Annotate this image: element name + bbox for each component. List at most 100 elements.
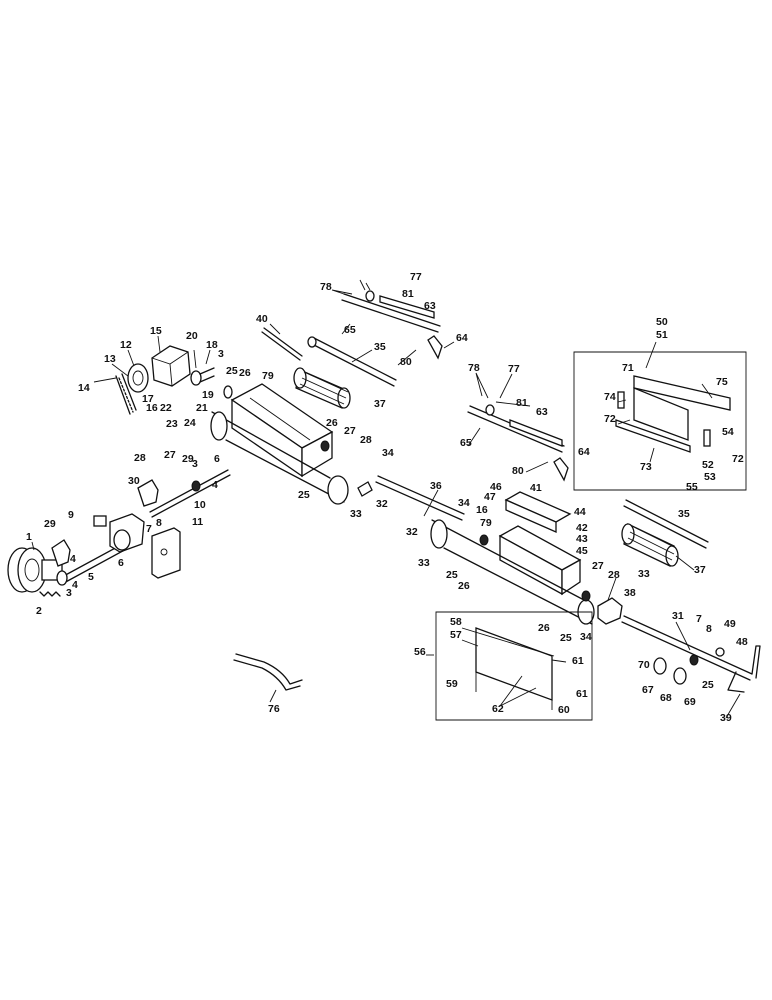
callout: 14 (78, 382, 90, 394)
callout: 74 (604, 391, 616, 403)
callout: 59 (446, 678, 458, 690)
callout: 56 (414, 646, 426, 658)
callout: 19 (202, 389, 214, 401)
bushing (653, 657, 667, 675)
callout: 62 (492, 703, 504, 715)
callout: 25 (226, 365, 238, 377)
callout: 39 (720, 712, 732, 724)
callout: 72 (604, 413, 616, 425)
spray-plate (509, 419, 563, 447)
callout: 25 (560, 632, 572, 644)
callout: 61 (572, 655, 584, 667)
callout: 49 (724, 618, 736, 630)
callout: 27 (344, 425, 356, 437)
callout: 44 (574, 506, 586, 518)
callout: 4 (70, 553, 76, 565)
hose (233, 659, 301, 691)
callout: 38 (624, 587, 636, 599)
callout: 8 (156, 517, 162, 529)
spray-bracket (553, 457, 569, 482)
callout: 26 (326, 417, 338, 429)
callout: 69 (684, 696, 696, 708)
chain (115, 373, 137, 415)
spray-pipe (341, 293, 441, 333)
callout: 80 (512, 465, 524, 477)
callout: 77 (508, 363, 520, 375)
callout: 13 (104, 353, 116, 365)
callout: 63 (424, 300, 436, 312)
bearing (56, 570, 68, 586)
callout: 25 (702, 679, 714, 691)
callout: 1 (26, 531, 32, 543)
callout: 24 (184, 417, 196, 429)
callout: 27 (164, 449, 176, 461)
shaft (149, 469, 231, 518)
callout: 36 (430, 480, 442, 492)
callout: 65 (460, 437, 472, 449)
callout: 4 (72, 579, 78, 591)
trough-sleeve (211, 411, 345, 503)
callout: 32 (376, 498, 388, 510)
scraper-strip (615, 419, 691, 453)
callout: 75 (716, 376, 728, 388)
callout: 7 (146, 523, 152, 535)
callout: 3 (192, 458, 198, 470)
callout: 41 (530, 482, 542, 494)
callout: 25 (446, 569, 458, 581)
lower-roller-assembly (621, 499, 709, 567)
callout: 48 (736, 636, 748, 648)
callout: 71 (622, 362, 634, 374)
callout: 34 (580, 631, 592, 643)
middle-hopper-assembly (430, 491, 595, 625)
drive-hub (7, 547, 63, 593)
callout: 5 (88, 571, 94, 583)
callout: 52 (702, 459, 714, 471)
callout: 31 (672, 610, 684, 622)
callout: 70 (638, 659, 650, 671)
callout: 8 (706, 623, 712, 635)
bolt-hole (160, 548, 168, 556)
callout: 76 (268, 703, 280, 715)
scraper-blade (633, 387, 689, 441)
nozzle (365, 290, 375, 302)
callout: 29 (44, 518, 56, 530)
callout: 73 (640, 461, 652, 473)
callout: 37 (374, 398, 386, 410)
callout: 34 (458, 497, 470, 509)
bearing-block (597, 597, 623, 625)
chain-links (118, 377, 134, 413)
callout: 63 (536, 406, 548, 418)
callout: 33 (350, 508, 362, 520)
collar (689, 654, 699, 666)
gearbox (109, 513, 145, 553)
upper-spray-bar (341, 279, 443, 360)
spray-plate (379, 295, 435, 319)
callout: 42 (576, 522, 588, 534)
bearing (581, 590, 591, 602)
callout: 26 (239, 367, 251, 379)
callout: 29 (182, 453, 194, 465)
callout: 64 (456, 332, 468, 344)
lower-drive-shaft (597, 597, 761, 693)
callout: 43 (576, 533, 588, 545)
bearing (320, 440, 330, 452)
plate (93, 515, 107, 527)
callout: 33 (418, 557, 430, 569)
callout: 65 (344, 324, 356, 336)
callout: 17 (142, 393, 154, 405)
callout: 61 (576, 688, 588, 700)
callout: 32 (406, 526, 418, 538)
callout-labels: 1 2 3 3 3 4 4 5 6 6 7 8 9 10 11 12 13 14… (26, 271, 748, 724)
flange-bearing (51, 539, 71, 567)
callout: 25 (298, 489, 310, 501)
crank-arm (751, 645, 761, 679)
trough-sleeve (431, 519, 593, 625)
scraper-subassembly (573, 351, 747, 491)
washer (715, 647, 725, 657)
nozzle (485, 404, 495, 416)
callout: 28 (360, 434, 372, 446)
callout: 7 (696, 613, 702, 625)
callout: 6 (118, 557, 124, 569)
callout: 77 (410, 271, 422, 283)
